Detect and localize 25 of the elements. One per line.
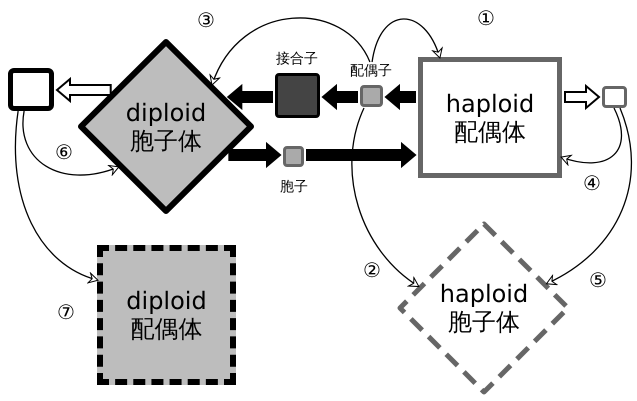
cell-label: 胞子 [279,178,309,196]
cell-label: 配偶子 [349,62,393,80]
curved-arrow [22,110,120,176]
curved-arrow [210,18,370,86]
curved-arrow [14,110,98,283]
block-arrow [55,76,112,104]
curved-arrow [560,108,622,165]
curved-arrow [351,108,420,288]
block-arrow [226,84,273,110]
square [418,57,562,178]
dashed-square [97,245,236,385]
empty-square [8,68,54,111]
node-label: diploid 配偶体 [125,287,208,343]
block-arrow [564,84,601,110]
block-arrow [228,142,282,168]
block-arrow [321,84,358,110]
curved-arrow [546,108,632,285]
node-label: haploid 配偶体 [444,90,536,146]
empty-square [602,86,627,108]
block-arrow [384,84,416,110]
node-label: diploid 胞子体 [124,98,208,154]
cell-label: 接合子 [275,50,319,68]
curved-arrow [371,18,442,62]
block-arrow [306,142,417,168]
node-label: haploid 胞子体 [438,280,530,336]
